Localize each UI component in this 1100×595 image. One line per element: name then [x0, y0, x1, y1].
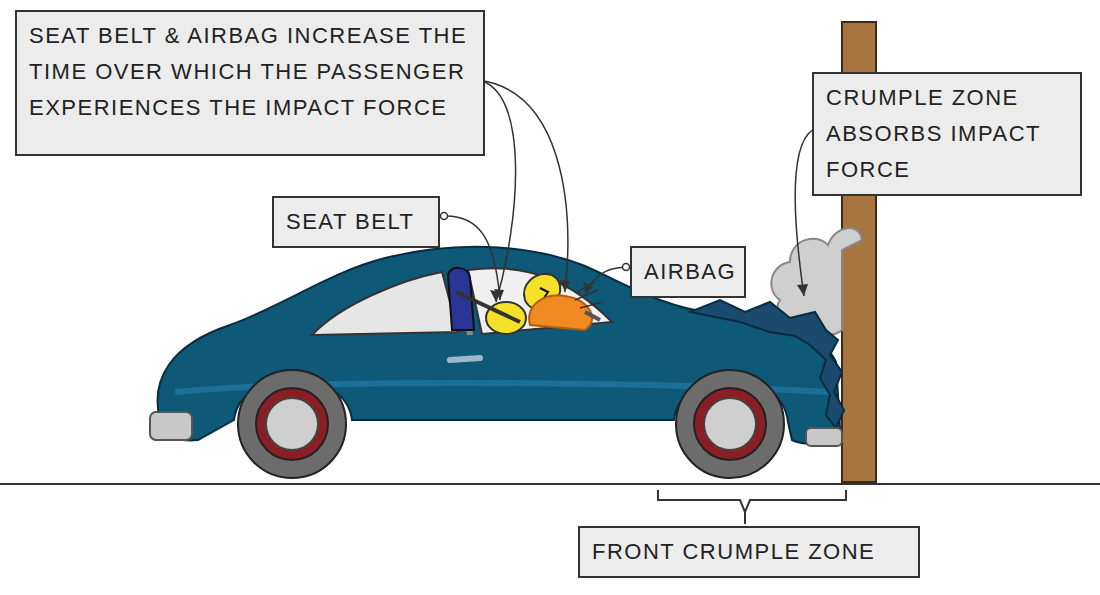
- callout-box: SEAT BELT & AIRBAG INCREASE THE TIME OVE…: [15, 10, 485, 156]
- door-handle: [450, 358, 480, 360]
- rear-window: [312, 272, 458, 335]
- rear-wheel: [238, 370, 346, 478]
- ground-line: [0, 483, 1100, 485]
- callout-text: CRUMPLE ZONE ABSORBS IMPACT FORCE: [826, 80, 1068, 188]
- bracket-stem: [744, 512, 746, 524]
- front-bumper: [806, 428, 842, 446]
- airbag: [529, 295, 592, 330]
- callout-text: FRONT CRUMPLE ZONE: [592, 534, 906, 570]
- rear-bumper: [150, 412, 192, 440]
- callout-box: SEAT BELT: [272, 196, 440, 248]
- crumple-zone-bracket: [658, 490, 846, 512]
- callout-text: SEAT BELT: [286, 204, 426, 240]
- seat-belt-strap: [456, 292, 520, 322]
- impact-lines: [575, 282, 603, 308]
- front-wheel: [676, 370, 784, 478]
- leader-lines: [444, 80, 824, 302]
- leader-dots: [441, 77, 828, 271]
- callout-box: AIRBAG: [630, 246, 746, 298]
- callout-text: AIRBAG: [644, 254, 732, 290]
- callout-box: CRUMPLE ZONE ABSORBS IMPACT FORCE: [812, 72, 1082, 196]
- steering-wheel: [585, 312, 600, 320]
- side-window: [468, 268, 612, 334]
- callout-box: FRONT CRUMPLE ZONE: [578, 526, 920, 578]
- callout-text: SEAT BELT & AIRBAG INCREASE THE TIME OVE…: [29, 18, 471, 126]
